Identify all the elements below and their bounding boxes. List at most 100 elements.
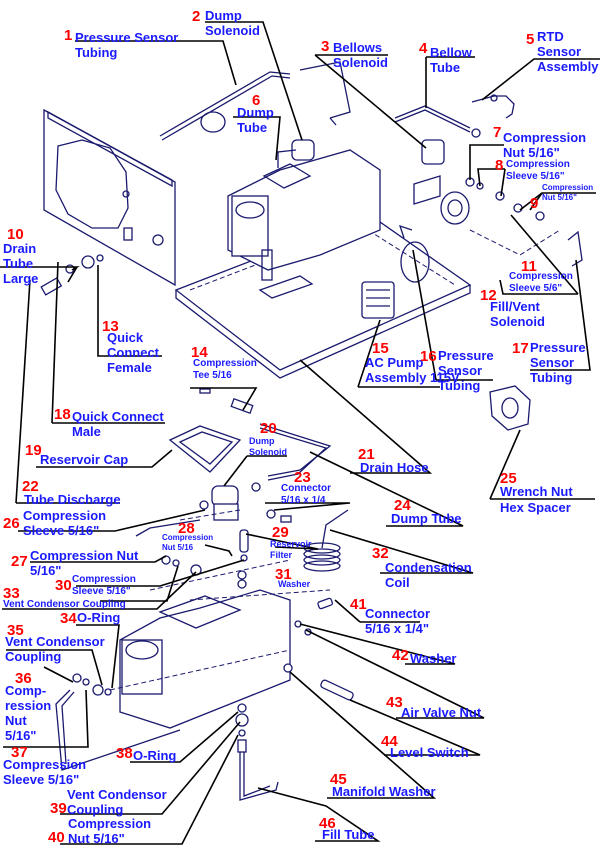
label-line: Compression Nut <box>30 548 139 563</box>
callout-number: 39 <box>50 800 67 817</box>
callout-number: 7 <box>493 124 502 141</box>
back-panel <box>43 108 176 287</box>
label-line: Compression <box>506 159 570 170</box>
callout-number: 40 <box>48 829 65 846</box>
callout-label: Washer <box>410 651 456 666</box>
ac-pump-part <box>361 224 430 319</box>
label-line: Condensation <box>385 560 472 575</box>
callout-number: 23 <box>294 469 311 486</box>
label-line: Tee 5/16 <box>193 370 232 381</box>
lower-reservoir <box>109 559 331 729</box>
label-line: Pressure Sensor <box>75 30 179 45</box>
callout-number: 4 <box>419 40 428 57</box>
label-line: Sensor <box>537 44 582 59</box>
label-line: Vent Condensor <box>5 634 105 649</box>
label-line: Assembly <box>537 59 599 74</box>
callout-number: 38 <box>116 745 133 762</box>
callout-number: 42 <box>392 647 409 664</box>
label-line: Coil <box>385 575 410 590</box>
label-line: RTD <box>537 29 564 44</box>
label-line: Washer <box>278 579 311 589</box>
rtd-sensor-part <box>471 94 515 119</box>
callout-number: 9 <box>530 195 539 212</box>
label-line: Compression <box>3 757 87 772</box>
label-line: Compression <box>509 271 573 282</box>
label-line: Air Valve Nut <box>401 705 482 720</box>
label-line: Solenoid <box>490 314 545 329</box>
callout-number: 22 <box>22 478 39 495</box>
callout-number: 31 <box>275 566 292 583</box>
callout-number: 2 <box>192 8 201 25</box>
callout-label: Dump Tube <box>391 511 462 526</box>
callout-number: 41 <box>350 596 367 613</box>
label-line: Dump <box>249 436 275 446</box>
callout-number: 16 <box>420 348 437 365</box>
callout-number: 34 <box>60 610 77 627</box>
dump-solenoid-part <box>277 139 315 168</box>
label-line: Sleeve 5/16" <box>506 171 565 182</box>
callout-number: 17 <box>512 340 529 357</box>
label-line: Sensor <box>530 355 575 370</box>
callout-number: 25 <box>500 470 517 487</box>
callout-number: 20 <box>260 420 277 437</box>
label-line: Fill/Vent <box>490 299 540 314</box>
label-line: Quick Connect <box>72 409 164 424</box>
label-line: Level Switch <box>390 745 469 760</box>
lower-dump-solenoid-part <box>199 482 261 521</box>
label-line: Fill Tube <box>322 827 375 842</box>
callout-number: 44 <box>381 733 398 750</box>
callout-label: Washer <box>278 578 310 590</box>
label-line: Compression <box>503 130 587 145</box>
left-vent-tube <box>55 519 202 771</box>
callout-label: Manifold Washer <box>332 784 436 799</box>
label-line: Solenoid <box>205 23 260 38</box>
callout-number: 32 <box>372 545 389 562</box>
label-line: Connect <box>107 345 159 360</box>
label-line: Tubing <box>75 45 118 60</box>
callout-number: 1 <box>64 27 73 44</box>
label-line: Nut <box>5 713 27 728</box>
label-line: Compression <box>72 574 136 585</box>
label-line: Coupling <box>5 649 62 664</box>
label-line: Dump Tube <box>391 511 462 526</box>
callout-number: 3 <box>321 38 330 55</box>
callout-number: 11 <box>521 258 537 275</box>
top-tubing <box>159 61 351 141</box>
label-line: Tubing <box>530 370 573 385</box>
callout-number: 43 <box>386 694 403 711</box>
callout-number: 10 <box>7 226 24 243</box>
label-line: Comp- <box>5 683 47 698</box>
callout-number: 26 <box>3 515 20 532</box>
callout-number: 33 <box>3 585 20 602</box>
reservoir-cap-part <box>168 425 242 473</box>
callout-label: O-Ring <box>133 748 176 763</box>
label-line: 5/16 x 1/4 <box>281 495 326 506</box>
label-line: ression <box>5 698 52 713</box>
label-line: Reservoir <box>270 539 312 549</box>
bellow-tube-part <box>394 105 481 138</box>
callout-number: 8 <box>495 157 504 174</box>
label-line: Sleeve 5/16" <box>72 586 131 597</box>
dump-tube-part <box>259 423 332 481</box>
label-line: Compression <box>23 508 107 523</box>
callout-number: 12 <box>480 287 497 304</box>
label-line: Hex Spacer <box>500 500 571 515</box>
label-line: Male <box>72 424 101 439</box>
label-line: Compression <box>542 183 594 192</box>
label-line: Drain Hose <box>360 460 429 475</box>
